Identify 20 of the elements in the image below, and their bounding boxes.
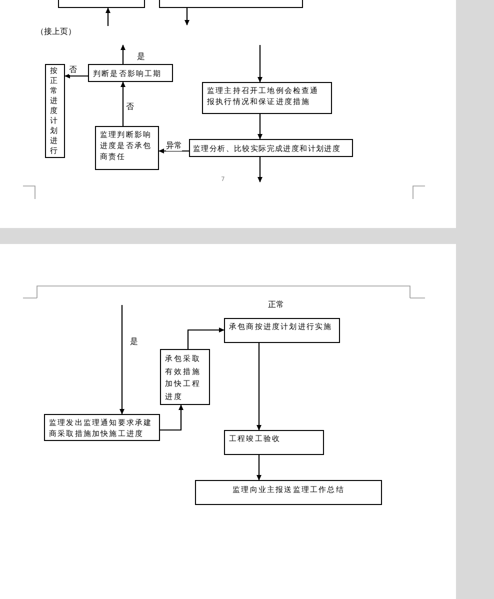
arrow (120, 44, 126, 64)
arrow (64, 74, 88, 78)
edge-label: 是 (137, 52, 145, 62)
arrow (258, 157, 262, 182)
arrow (106, 8, 110, 26)
arrow (256, 343, 262, 430)
arrow (120, 305, 124, 414)
arrow (258, 114, 262, 140)
edge-label: 否 (69, 65, 77, 75)
arrow (187, 328, 224, 349)
arrow (258, 45, 262, 82)
arrow (158, 148, 189, 154)
edge-label: 异常 (166, 141, 182, 151)
edge-label: 否 (126, 102, 134, 112)
arrow (160, 404, 184, 431)
arrow (256, 455, 262, 480)
edge-label: 是 (130, 337, 138, 347)
arrow (120, 82, 126, 126)
branch-label: 正常 (268, 300, 284, 310)
arrow (184, 8, 190, 26)
